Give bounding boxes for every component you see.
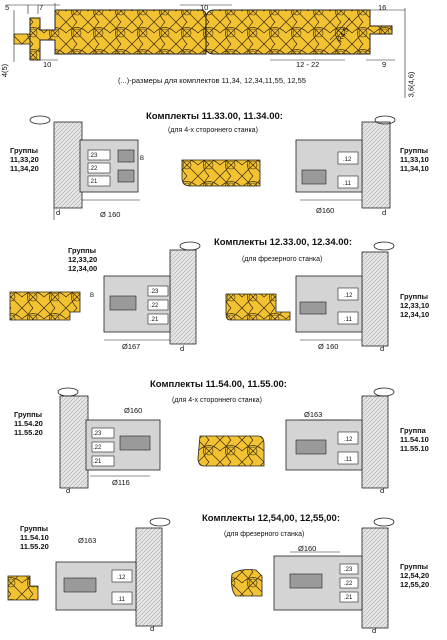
section3-left-dia: Ø116 — [112, 478, 130, 487]
section3-left-label-0: .23 — [93, 431, 102, 437]
section2-d-left: d — [180, 344, 185, 353]
section4-left-workpiece — [7, 575, 39, 601]
section4-left-group-1: 11.54.10 — [20, 533, 49, 542]
section2-left-label-3: B — [90, 293, 95, 299]
section4-d-right: d — [372, 626, 377, 635]
section4-right-tool — [273, 517, 395, 629]
section4-right-group-2: 12,55,20 — [400, 580, 430, 589]
dim-16: 16 — [378, 3, 387, 12]
section2-right-group-0: Группы — [400, 292, 429, 301]
dim-10: 10 — [43, 60, 52, 69]
section2-left-label-2: .21 — [150, 317, 159, 323]
section3-left-label-2: .21 — [93, 459, 102, 465]
section3-right-group-2: 11.55.10 — [400, 444, 429, 453]
dim-9: 9 — [382, 60, 387, 69]
section2-d-right: d — [380, 344, 385, 353]
section3-d-right: d — [380, 486, 385, 495]
section4-d-left: d — [150, 624, 155, 633]
top-note: (...)-размеры для комплектов 11,34, 12,3… — [118, 76, 306, 85]
section2-right-label-0: .12 — [344, 293, 353, 299]
section4-subtitle: (для фрезерного станка) — [224, 531, 305, 538]
section3-title: Комплекты 11.54.00, 11.55.00: — [150, 379, 287, 390]
section2-right-workpiece — [225, 293, 291, 321]
section3-right-label-0: .12 — [344, 437, 353, 443]
section1-left-label-0: .23 — [89, 153, 98, 159]
section4-left-group-2: 11.55.20 — [20, 542, 49, 551]
section2-right-group-2: 12,34,10 — [400, 310, 430, 319]
section2-right-tool — [295, 241, 395, 347]
section1-left-label-1: .22 — [89, 166, 98, 172]
section1-workpiece — [181, 159, 261, 187]
section3-left-dia-top: Ø160 — [124, 406, 143, 415]
section1-right-label-0: .12 — [343, 157, 352, 163]
section2-left-group-2: 12,34,00 — [68, 264, 98, 273]
section2-right-dia: Ø 160 — [318, 342, 339, 351]
section1-d-right: d — [382, 208, 387, 217]
section1-right-group-2: 11,34,10 — [400, 164, 429, 173]
section4-right-label-2: .21 — [344, 595, 353, 601]
section1-right-label-1: .11 — [343, 181, 351, 187]
dim-5: 5 — [5, 3, 10, 12]
section4-right-label-0: .23 — [344, 567, 353, 573]
section1-left-group-1: 11,33,20 — [10, 155, 39, 164]
section1-left-group-2: 11,34,20 — [10, 164, 39, 173]
section1-left-dia: Ø 160 — [100, 210, 121, 219]
section1-right-tool — [295, 115, 396, 209]
section4-left-label-1: .11 — [117, 597, 125, 603]
dim-3-6: 3,6(4,6) — [406, 71, 416, 98]
section3-left-tool — [57, 387, 161, 489]
top-profile-drawing — [6, 3, 406, 98]
dim-4-5: 4(5) — [0, 63, 10, 78]
section1-right-group-1: 11,33,10 — [400, 155, 429, 164]
section2-left-label-1: .22 — [150, 303, 159, 309]
section3-left-label-1: .22 — [93, 445, 102, 451]
section2-subtitle: (для фрезерного станка) — [242, 256, 323, 263]
section3-right-tool — [285, 387, 395, 489]
section1-d-left: d — [56, 208, 61, 217]
section2-left-dia: Ø167 — [122, 342, 141, 351]
section4-right-label-1: .22 — [344, 581, 353, 587]
section4-title: Комплекты 12,54,00, 12,55,00: — [202, 513, 340, 524]
section3-left-group-0: Группы — [14, 410, 43, 419]
section1-left-group-0: Группы — [10, 146, 39, 155]
section3-workpiece — [197, 435, 265, 467]
section1-right-dia: Ø160 — [316, 206, 335, 215]
section2-title: Комплекты 12.33.00, 12.34.00: — [214, 237, 352, 248]
section2-left-label-0: .23 — [150, 289, 159, 295]
section1-left-label-3: B — [140, 156, 145, 162]
section1-left-tool — [29, 115, 140, 220]
section4-left-dia: Ø163 — [78, 536, 97, 545]
section3-d-left: d — [66, 486, 71, 495]
section2-right-group-1: 12,33,10 — [400, 301, 430, 310]
dim-10-top: 10 — [200, 3, 209, 12]
section3-subtitle: (для 4-х стороннего станка) — [172, 397, 262, 404]
section4-right-group-0: Группы — [400, 562, 429, 571]
section1-right-group-0: Группы — [400, 146, 429, 155]
section2-left-group-1: 12,33,20 — [68, 255, 98, 264]
section3-right-group-1: 11.54.10 — [400, 435, 429, 444]
section4-left-tool — [55, 517, 171, 627]
section2-right-label-1: .11 — [344, 317, 352, 323]
section2-left-workpiece — [9, 291, 81, 321]
section4-left-label-0: .12 — [117, 575, 126, 581]
section4-right-dia: Ø160 — [298, 544, 317, 553]
section4-right-group-1: 12,54,20 — [400, 571, 430, 580]
section3-right-label-1: .11 — [344, 457, 352, 463]
section4-right-workpiece — [231, 569, 263, 597]
section3-right-group-0: Группа — [400, 426, 426, 435]
section3-left-group-2: 11.55.20 — [14, 428, 43, 437]
section1-left-label-2: .21 — [89, 179, 98, 185]
section1-title: Комплекты 11.33.00, 11.34.00: — [146, 111, 283, 122]
section4-left-group-0: Группы — [20, 524, 49, 533]
section2-left-tool — [103, 241, 201, 345]
section3-left-group-1: 11.54.20 — [14, 419, 43, 428]
section2-left-group-0: Группы — [68, 246, 97, 255]
section1-subtitle: (для 4-х стороннего станка) — [168, 127, 258, 134]
section3-right-dia: Ø163 — [304, 410, 323, 419]
dim-12-22: 12 - 22 — [296, 60, 320, 69]
dim-7: 7 — [39, 3, 44, 12]
